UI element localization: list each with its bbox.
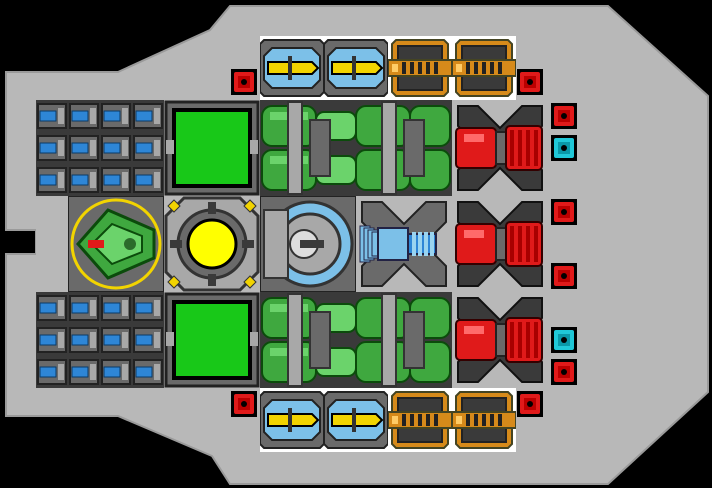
gun-bottom-right-2[interactable] bbox=[452, 388, 516, 452]
cyan-armor-node-icon bbox=[551, 135, 577, 161]
red-armor-node-icon bbox=[517, 69, 543, 95]
red-turret-icon bbox=[455, 201, 543, 287]
laser-cannon[interactable] bbox=[356, 196, 452, 292]
armor-node-2[interactable] bbox=[516, 68, 544, 96]
battery-bank-bottom[interactable] bbox=[36, 292, 164, 388]
armor-node-4[interactable] bbox=[550, 198, 578, 226]
red-turret-3[interactable] bbox=[452, 292, 548, 388]
gun-bottom-right-1[interactable] bbox=[388, 388, 452, 452]
armor-node-7[interactable] bbox=[230, 390, 258, 418]
armor-node-8[interactable] bbox=[516, 390, 544, 418]
sensor-node-1[interactable] bbox=[550, 134, 578, 162]
shield-generator[interactable] bbox=[260, 196, 356, 292]
green-cockpit-icon bbox=[68, 196, 164, 292]
battery-bank-top[interactable] bbox=[36, 100, 164, 196]
green-screen-icon bbox=[164, 100, 260, 196]
yellow-thruster-icon bbox=[324, 391, 388, 449]
orange-gun-icon bbox=[388, 391, 452, 449]
thruster-top-left-1[interactable] bbox=[260, 36, 324, 100]
yellow-thruster-icon bbox=[324, 39, 388, 97]
gun-top-right-2[interactable] bbox=[452, 36, 516, 100]
green-tank-icon bbox=[260, 292, 452, 388]
cockpit[interactable] bbox=[68, 196, 164, 292]
fuel-tank-top[interactable] bbox=[260, 100, 452, 196]
orange-gun-icon bbox=[388, 39, 452, 97]
green-tank-icon bbox=[260, 100, 452, 196]
red-turret-icon bbox=[455, 297, 543, 383]
yellow-core-icon bbox=[164, 196, 260, 292]
blue-laser-icon bbox=[359, 201, 447, 287]
red-turret-1[interactable] bbox=[452, 100, 548, 196]
yellow-thruster-icon bbox=[260, 391, 324, 449]
red-armor-node-icon bbox=[517, 391, 543, 417]
armor-node-5[interactable] bbox=[550, 262, 578, 290]
armor-node-1[interactable] bbox=[230, 68, 258, 96]
thruster-bottom-left-1[interactable] bbox=[260, 388, 324, 452]
shield-dome-icon bbox=[260, 196, 356, 292]
red-turret-icon bbox=[455, 105, 543, 191]
armor-node-6[interactable] bbox=[550, 358, 578, 386]
thruster-bottom-left-2[interactable] bbox=[324, 388, 388, 452]
reactor-core[interactable] bbox=[164, 196, 260, 292]
computer-screen-bottom[interactable] bbox=[164, 292, 260, 388]
red-armor-node-icon bbox=[551, 199, 577, 225]
thruster-top-left-2[interactable] bbox=[324, 36, 388, 100]
sensor-node-2[interactable] bbox=[550, 326, 578, 354]
green-screen-icon bbox=[164, 292, 260, 388]
cyan-armor-node-icon bbox=[551, 327, 577, 353]
computer-screen-top[interactable] bbox=[164, 100, 260, 196]
blue-battery-icon bbox=[36, 292, 164, 388]
red-armor-node-icon bbox=[231, 391, 257, 417]
yellow-thruster-icon bbox=[260, 39, 324, 97]
blue-battery-icon bbox=[36, 100, 164, 196]
orange-gun-icon bbox=[452, 39, 516, 97]
armor-node-3[interactable] bbox=[550, 102, 578, 130]
red-armor-node-icon bbox=[551, 263, 577, 289]
orange-gun-icon bbox=[452, 391, 516, 449]
red-turret-2[interactable] bbox=[452, 196, 548, 292]
red-armor-node-icon bbox=[551, 103, 577, 129]
red-armor-node-icon bbox=[551, 359, 577, 385]
fuel-tank-bottom[interactable] bbox=[260, 292, 452, 388]
gun-top-right-1[interactable] bbox=[388, 36, 452, 100]
red-armor-node-icon bbox=[231, 69, 257, 95]
